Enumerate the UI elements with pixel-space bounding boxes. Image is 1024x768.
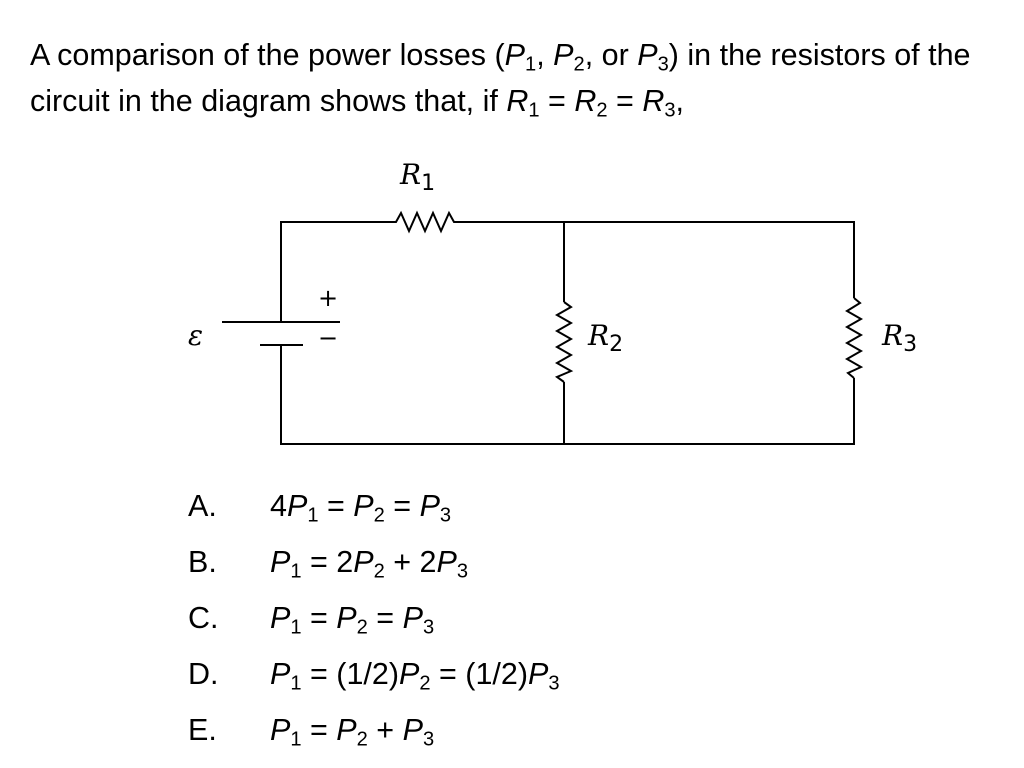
resistor-r1 — [380, 210, 462, 234]
answer-choice[interactable]: E. P1 = P2 + P3 — [188, 702, 560, 758]
question-text: A comparison of the power losses (P1, P2… — [30, 38, 971, 122]
resistor-r3 — [844, 297, 864, 379]
choice-letter: E. — [188, 712, 217, 747]
choice-letter: D. — [188, 656, 219, 691]
choice-letter: A. — [188, 488, 217, 523]
choice-letter: C. — [188, 600, 219, 635]
r1-label: R1 — [399, 158, 435, 196]
r3-label: R3 — [881, 319, 917, 357]
choice-expression: 4P1 = P2 = P3 — [270, 488, 452, 527]
choice-expression: P1 = P2 + P3 — [270, 712, 435, 751]
choice-letter: B. — [188, 544, 217, 579]
choice-expression: P1 = 2P2 + 2P3 — [270, 544, 469, 583]
answer-choice[interactable]: B. P1 = 2P2 + 2P3 — [188, 534, 560, 590]
answer-choice[interactable]: D. P1 = (1/2)P2 = (1/2)P3 — [188, 646, 560, 702]
answer-choice[interactable]: A. 4P1 = P2 = P3 — [188, 478, 560, 534]
circuit-wires — [222, 210, 864, 445]
choice-expression: P1 = (1/2)P2 = (1/2)P3 — [270, 656, 560, 695]
emf-label: ε — [188, 319, 203, 352]
answer-choice[interactable]: C. P1 = P2 = P3 — [188, 590, 560, 646]
minus-sign: − — [318, 324, 338, 352]
resistor-r2 — [554, 301, 574, 383]
r2-label: R2 — [587, 319, 623, 357]
choice-expression: P1 = P2 = P3 — [270, 600, 435, 639]
plus-sign: + — [318, 284, 338, 312]
